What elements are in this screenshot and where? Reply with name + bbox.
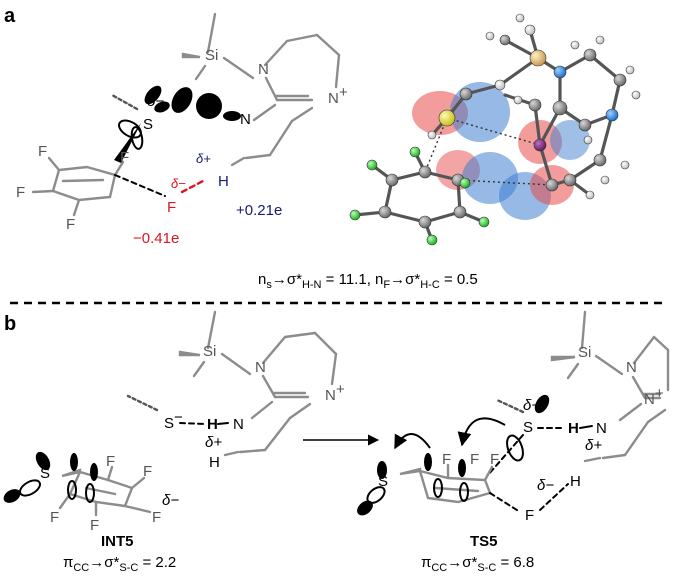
int5-s-minus-charge: − [174, 409, 183, 426]
panel-b: b [3, 310, 670, 574]
int5-n-plus: N [325, 387, 336, 404]
ts5-f-2: F [470, 451, 479, 468]
ts5-n-top: N [626, 359, 637, 376]
si-atom: Si [205, 47, 218, 64]
ts5-h-delta: δ+ [585, 437, 602, 454]
ts5-s-ring: S [378, 473, 388, 490]
panel-a-lobes [118, 85, 241, 150]
ring-f-2: F [16, 184, 25, 201]
int5-h: H [207, 416, 218, 433]
n-lower-atom: N [240, 111, 251, 128]
int5-s-minus: S [164, 415, 174, 432]
f-delta-minus: δ− [171, 176, 186, 191]
s-atom: S [143, 116, 153, 133]
panel-a-label: a [4, 5, 16, 27]
ts5-f-3: F [490, 451, 499, 468]
ts5-h-lower: H [570, 473, 581, 490]
charge-f: −0.41e [133, 230, 179, 247]
h-atom: H [218, 173, 229, 190]
panel-a: a [4, 5, 641, 291]
n-plus-charge: + [339, 84, 348, 101]
ts5-n-plus: N [644, 391, 655, 408]
int5-label: INT5 [101, 533, 134, 550]
ts5-f-anion: F [525, 507, 534, 524]
int5-f-delta: δ− [162, 492, 179, 509]
n-plus-atom: N [328, 90, 339, 107]
ts5-f-1: F [442, 451, 451, 468]
ts5-h: H [568, 420, 579, 437]
panel-a-nbo-line: ns→σ*H-N = 11.1, nF→σ*H-C = 0.5 [258, 271, 478, 291]
int5-f-4: F [90, 517, 99, 534]
ts5-nbo: πCC→σ*S-C = 6.8 [421, 554, 534, 574]
charge-h: +0.21e [236, 202, 282, 219]
int5-h-delta: δ+ [205, 434, 222, 451]
int5-n: N [233, 416, 244, 433]
int5-lobes [3, 451, 98, 503]
panel-a-3d-model [349, 13, 641, 246]
ts5-lobes [357, 394, 550, 516]
int5-nbo: πCC→σ*S-C = 2.2 [63, 554, 176, 574]
ring-f-4: F [120, 149, 129, 166]
int5-si: Si [203, 343, 216, 360]
int5-f-2: F [143, 463, 152, 480]
n-top-atom: N [258, 61, 269, 78]
int5-f-3: F [152, 509, 161, 526]
int5-f-5: F [50, 509, 59, 526]
ts5-n: N [596, 420, 607, 437]
ts5-s: S [523, 419, 533, 436]
int5-structure [58, 310, 338, 517]
ring-f-1: F [38, 143, 47, 160]
ts5-f-delta: δ− [537, 477, 554, 494]
ts5-s-delta: δ− [523, 397, 540, 414]
ts5-label: TS5 [470, 533, 498, 550]
ring-f-3: F [66, 216, 75, 233]
ts5-si: Si [578, 344, 591, 361]
int5-n-plus-charge: + [336, 381, 345, 398]
panel-a-structure [31, 12, 341, 217]
int5-n-top: N [255, 359, 266, 376]
int5-h-lower: H [209, 454, 220, 471]
int5-f-1: F [106, 453, 115, 470]
s-delta-minus: δ− [147, 93, 164, 110]
ts5-n-plus-charge: + [655, 385, 664, 402]
h-delta-plus: δ+ [196, 151, 211, 166]
panel-b-label: b [4, 313, 16, 335]
ts5-structure [399, 310, 670, 513]
f-anion-atom: F [167, 199, 176, 216]
int5-s-ring: S [40, 465, 50, 482]
